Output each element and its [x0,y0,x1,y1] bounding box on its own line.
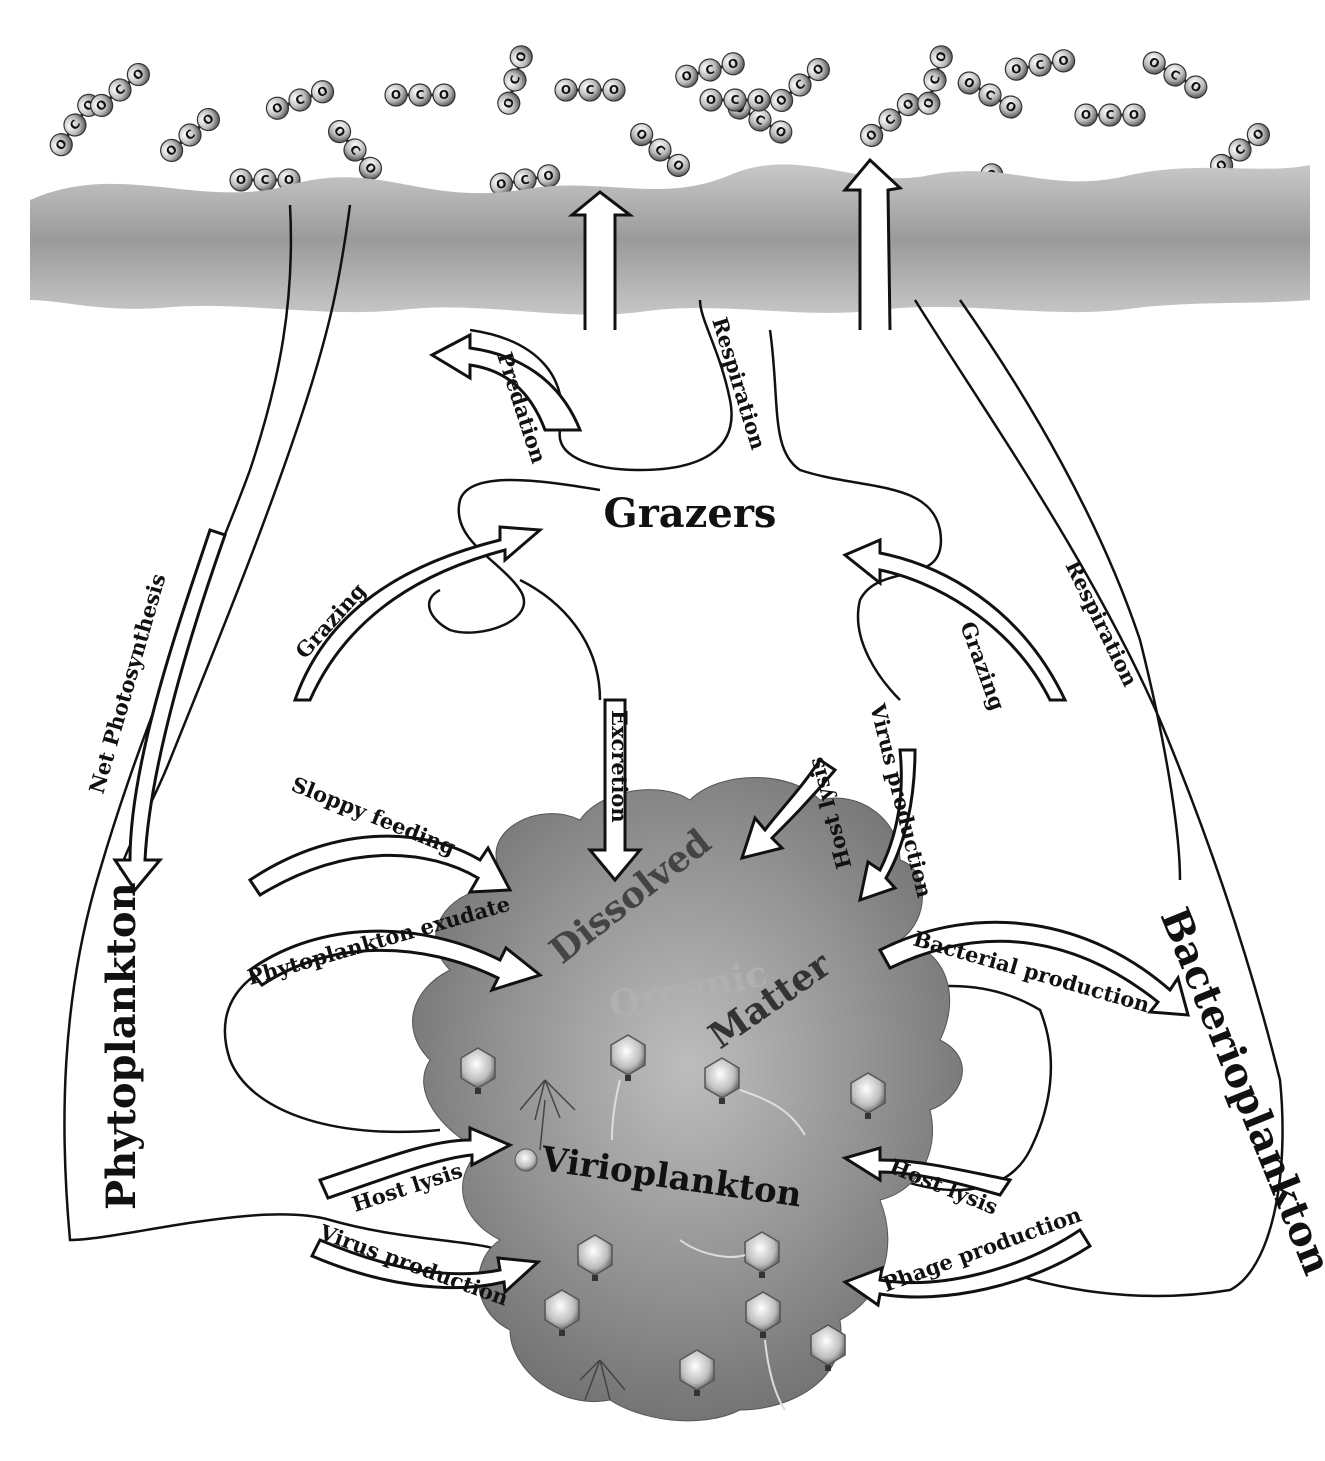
bacterioplankton-outline [915,300,1283,1296]
co2-atom-label: O [561,83,571,97]
co2-molecule-icon: OCO [626,119,694,181]
grazers-label: Grazers [604,490,777,537]
co2-molecule-icon: OCO [856,89,924,151]
co2-atom-label: O [609,83,619,97]
phytoplankton-label: Phytoplankton [98,882,145,1210]
co2-atom-label: O [706,93,716,107]
co2-atom-label: O [754,93,764,107]
respiration-bacteria-label: Respiration [1061,556,1143,690]
co2-atom-label: C [261,173,270,187]
co2-molecule-icon: OCO [766,54,834,116]
co2-molecule-icon: OCO [156,104,224,166]
co2-molecule-icon: OCO [86,59,154,121]
co2-atom-label: O [391,88,401,102]
co2-atom-label: C [586,83,595,97]
excretion-label: Excretion [607,710,632,823]
co2-atom-label: O [236,173,246,187]
co2-atom-label: O [439,88,449,102]
co2-atom-label: C [416,88,425,102]
co2-atom-label: O [1129,108,1139,122]
co2-atom-label: C [1106,108,1115,122]
ocean-surface [30,164,1310,314]
co2-molecule-icon: OCO [495,43,534,116]
co2-molecule-icon: OCO [1139,48,1211,102]
co2-molecule-icon: OCO [324,116,386,184]
respiration-grazers-label: Respiration [707,314,771,452]
co2-atom-label: O [1081,108,1091,122]
bacterioplankton-label: Bacterioplankton [1151,901,1325,1281]
co2-molecule-icon: OCO [915,43,954,116]
co2-atom-label: C [731,93,740,107]
